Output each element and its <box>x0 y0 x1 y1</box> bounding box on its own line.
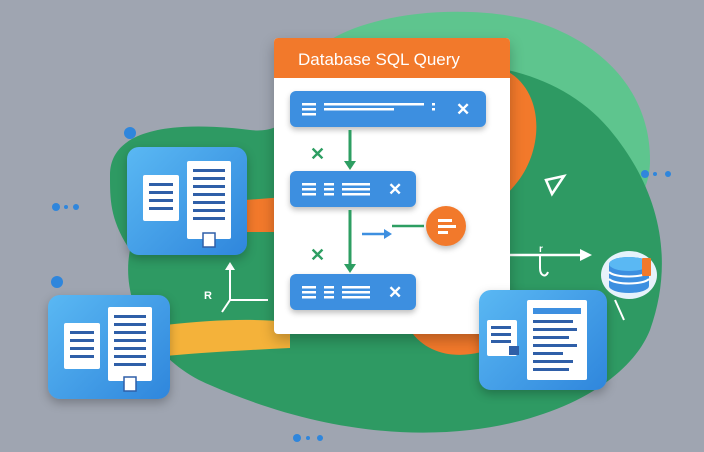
close-icon[interactable]: ✕ <box>388 180 403 199</box>
dot <box>52 203 60 211</box>
filter-icon <box>438 219 456 234</box>
dot <box>293 434 301 442</box>
arrowhead <box>384 229 392 239</box>
document-card-top[interactable] <box>127 147 247 255</box>
return-label: r <box>539 244 543 255</box>
return-hook <box>539 255 549 277</box>
documents-icon <box>64 307 152 392</box>
query-panel: Database SQL Query ✕ <box>274 38 510 334</box>
arrowhead <box>344 161 356 170</box>
text-lines-icon <box>302 286 370 299</box>
query-step-1[interactable]: ✕ <box>290 91 486 127</box>
r-connector <box>221 268 268 313</box>
dot <box>306 436 310 440</box>
documents-icon <box>143 161 231 248</box>
result-documents-icon <box>487 300 587 380</box>
dot <box>64 205 68 209</box>
dot <box>641 170 649 178</box>
close-icon[interactable]: ✕ <box>388 283 403 302</box>
dot <box>317 435 323 441</box>
flow-line-db <box>614 299 625 321</box>
r-label: R <box>204 290 212 302</box>
dot <box>665 171 671 177</box>
query-panel-header: Database SQL Query <box>274 38 510 78</box>
close-icon[interactable]: ✕ <box>456 100 471 119</box>
document-card-bottom[interactable] <box>48 295 170 399</box>
query-step-3[interactable]: ✕ <box>290 274 416 310</box>
filter-node[interactable] <box>426 206 466 246</box>
r-connector-arrowhead <box>225 262 235 270</box>
panel-connectors <box>344 130 424 273</box>
result-card[interactable] <box>479 290 607 390</box>
dot <box>51 276 63 288</box>
arrowhead <box>344 264 356 273</box>
query-step-2[interactable]: ✕ <box>290 171 416 207</box>
dot <box>653 172 657 176</box>
database-icon <box>601 251 657 299</box>
connector-cross-icon: ✕ <box>310 144 326 164</box>
small-triangle-icon <box>544 174 567 197</box>
yellow-flow <box>165 319 290 356</box>
flow-arrowhead-right <box>580 249 592 261</box>
database-node[interactable] <box>600 250 658 300</box>
dot <box>124 127 136 139</box>
text-lines-icon <box>302 103 435 116</box>
connector-cross-icon: ✕ <box>310 245 326 265</box>
query-panel-title: Database SQL Query <box>298 50 460 69</box>
text-lines-icon <box>302 183 370 196</box>
dot <box>73 204 79 210</box>
